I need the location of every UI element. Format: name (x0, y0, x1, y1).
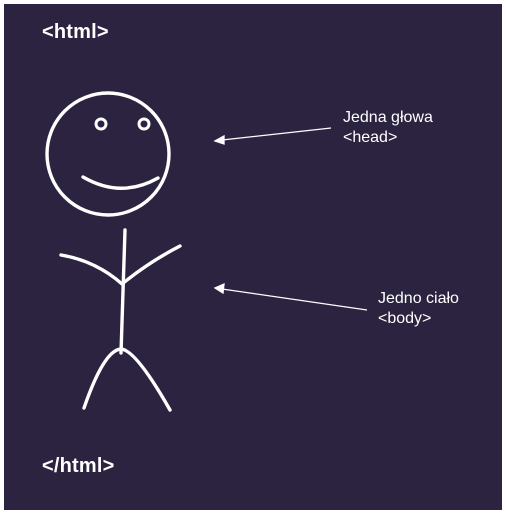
body-annotation-title: Jedno ciało (378, 290, 459, 307)
torso (119, 228, 127, 355)
html-close-tag: </html> (42, 455, 115, 477)
head-annotation-tag: <head> (343, 129, 398, 146)
arrow-body-line (221, 288, 368, 311)
stick-figure-icon (45, 91, 368, 412)
arrow-head-line (221, 127, 332, 141)
body-annotation-tag: <body> (378, 310, 432, 327)
body-annotation: Jedno ciało <body> (378, 289, 459, 329)
smile (81, 175, 160, 190)
arrow-left-icon-body (213, 282, 225, 295)
diagram-canvas: <html> Jedna głowa <head> (4, 4, 502, 510)
arms (59, 244, 182, 286)
right-eye (137, 117, 151, 131)
head-circle (45, 91, 171, 217)
legs (82, 347, 172, 412)
left-eye (94, 117, 108, 131)
html-open-tag: <html> (42, 21, 109, 43)
head-annotation: Jedna głowa <head> (343, 108, 433, 148)
arrow-left-icon-head (213, 134, 225, 145)
head-annotation-title: Jedna głowa (343, 109, 433, 126)
